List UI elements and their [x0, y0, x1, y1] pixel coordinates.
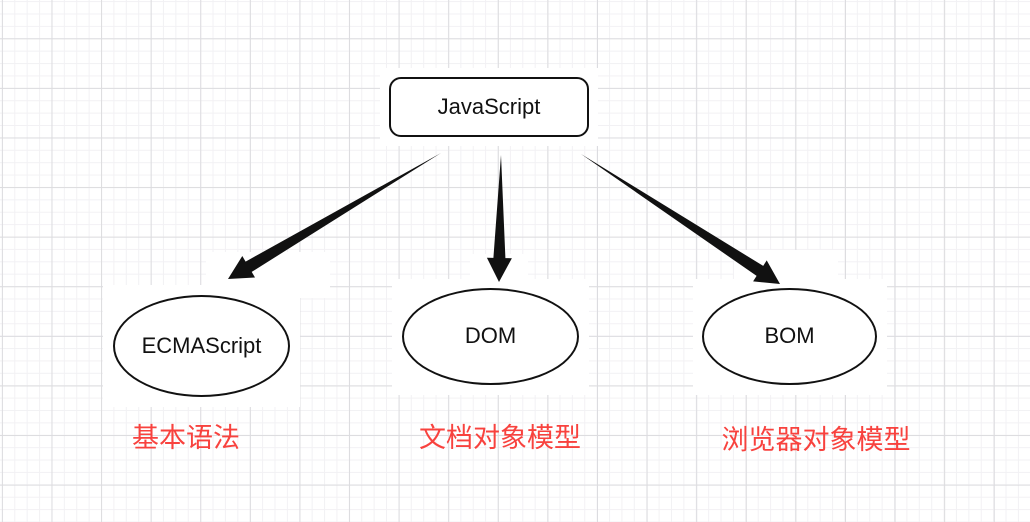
node-dom-label: DOM [464, 323, 517, 349]
node-javascript-label: JavaScript [437, 93, 541, 119]
node-ecmascript-label: ECMAScript [141, 332, 262, 358]
node-dom[interactable]: DOM [402, 288, 579, 385]
arrow-javascript-to-dom[interactable] [486, 155, 512, 282]
caption-ecmascript[interactable]: 基本语法 [132, 423, 240, 453]
node-javascript[interactable]: JavaScript [389, 77, 589, 137]
node-bom[interactable]: BOM [702, 288, 877, 385]
node-bom-label: BOM [764, 323, 815, 349]
arrow-javascript-to-ecmascript[interactable] [228, 153, 441, 279]
caption-bom[interactable]: 浏览器对象模型 [721, 425, 911, 455]
node-ecmascript[interactable]: ECMAScript [113, 295, 290, 397]
caption-dom[interactable]: 文档对象模型 [419, 423, 581, 453]
arrow-javascript-to-bom[interactable] [581, 154, 780, 284]
